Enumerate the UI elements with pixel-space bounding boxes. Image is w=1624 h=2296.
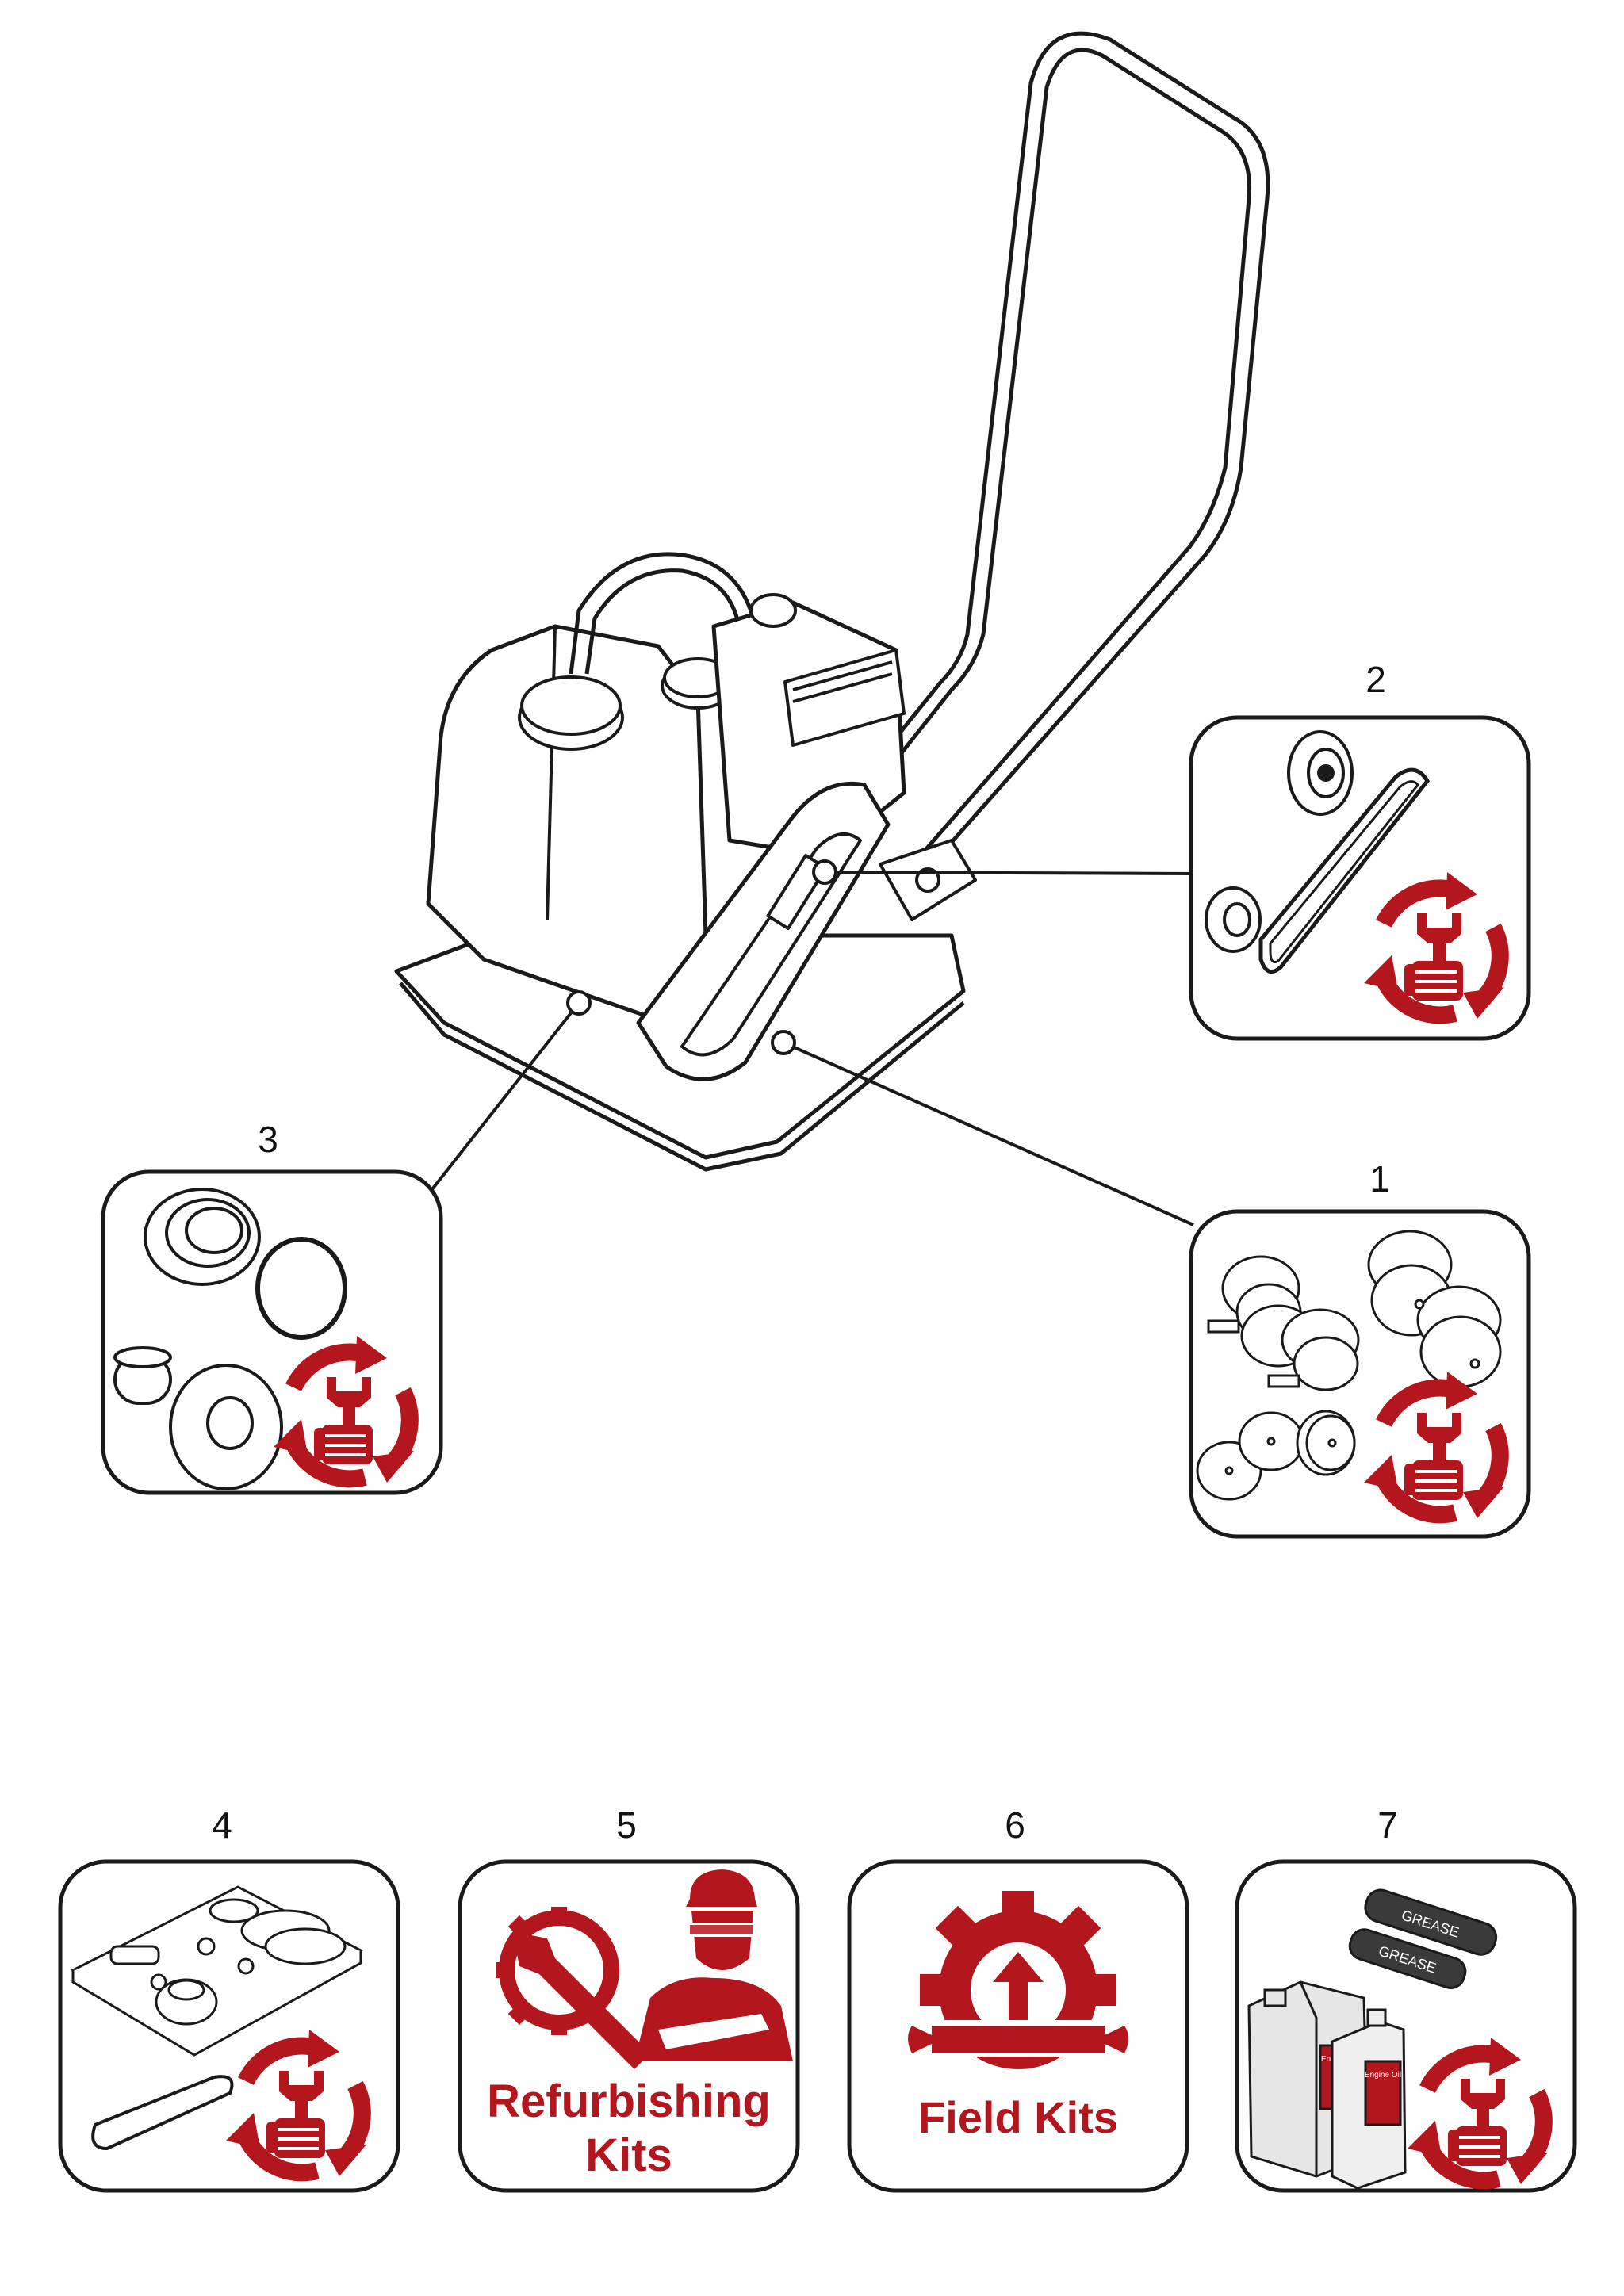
drive-belt-pulley-parts xyxy=(1205,730,1431,974)
kit-card-6[interactable]: Field Kits xyxy=(847,1859,1189,2193)
callout-box-3[interactable] xyxy=(101,1169,443,1495)
refurbishing-kits-label-line2: Kits xyxy=(585,2130,672,2181)
field-kits-label: Field Kits xyxy=(918,2092,1118,2142)
rubber-mount-parts xyxy=(1196,1230,1502,1501)
service-kit-tray xyxy=(70,1885,364,2151)
kit-card-5[interactable]: Refurbishing Kits xyxy=(458,1859,800,2193)
callout-number-1: 1 xyxy=(1369,1158,1390,1200)
bearing-seal-parts xyxy=(113,1188,347,1490)
callout-marker-3 xyxy=(566,990,592,1016)
engine-oil-containers: Engine Oil Engine Oil xyxy=(1247,1980,1407,2190)
refurbishing-kits-label-line1: Refurbishing xyxy=(487,2076,771,2127)
callout-box-2[interactable] xyxy=(1189,715,1531,1041)
callout-number-5: 5 xyxy=(616,1804,637,1846)
callout-number-7: 7 xyxy=(1377,1804,1398,1846)
refurbish-technician-icon xyxy=(496,1869,793,2069)
gear-wrench-upgrade-icon xyxy=(908,1891,1128,2069)
callout-marker-2 xyxy=(812,859,837,885)
leader-lines xyxy=(431,859,1194,1226)
callout-number-3: 3 xyxy=(258,1119,278,1160)
plate-compactor-illustration xyxy=(394,31,1270,1172)
callout-number-4: 4 xyxy=(212,1804,232,1846)
kit-card-7[interactable]: GREASE GREASE Engine Oil Engine Oil xyxy=(1235,1859,1577,2191)
callout-number-2: 2 xyxy=(1365,659,1386,700)
callout-marker-1 xyxy=(771,1030,796,1055)
oil-label-2: Engine Oil xyxy=(1365,2071,1401,2080)
callout-number-6: 6 xyxy=(1005,1804,1025,1846)
grease-cartridges: GREASE GREASE xyxy=(1348,1888,1498,1989)
kit-card-4[interactable] xyxy=(58,1859,400,2193)
callout-box-1[interactable] xyxy=(1189,1209,1531,1539)
